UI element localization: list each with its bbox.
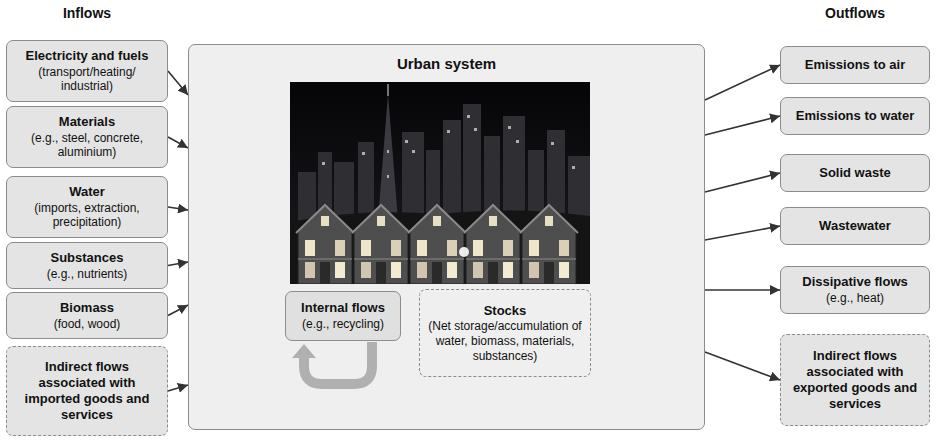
loop-arrow-head xyxy=(292,344,316,358)
flow-arrow xyxy=(705,352,780,380)
street-lamp xyxy=(459,247,469,257)
night-sky xyxy=(290,82,590,284)
city-photo xyxy=(290,82,590,284)
internal-flows-box: Internal flows(e.g., recycling) xyxy=(285,291,401,341)
inflow-box: Electricity and fuels(transport/heating/… xyxy=(6,40,168,102)
indirect-inflow-box: Indirect flows associated with imported … xyxy=(6,346,168,436)
box-body: (e.g., heat) xyxy=(787,291,923,306)
building xyxy=(298,172,316,222)
box-heading: Emissions to air xyxy=(787,57,923,73)
outflow-box: Solid waste xyxy=(780,154,930,192)
flow-arrow xyxy=(168,385,188,391)
building xyxy=(503,116,525,222)
outflow-box: Dissipative flows(e.g., heat) xyxy=(780,266,930,314)
flow-arrow xyxy=(168,137,188,148)
box-heading: Urban system xyxy=(195,55,698,73)
box-body: (transport/heating/ industrial) xyxy=(13,65,161,94)
inflow-box: Water(imports, extraction, precipitation… xyxy=(6,176,168,238)
outflow-box: Emissions to air xyxy=(780,46,930,84)
box-heading: Biomass xyxy=(13,300,161,316)
box-heading: Electricity and fuels xyxy=(13,48,161,64)
skyline xyxy=(298,84,590,222)
flow-arrow xyxy=(168,305,188,316)
spire xyxy=(387,84,389,96)
stocks-box: Stocks(Net storage/accumulation of water… xyxy=(419,289,591,377)
victorian-house xyxy=(464,204,522,284)
box-body: (Net storage/accumulation of water, biom… xyxy=(426,319,584,363)
window-light xyxy=(508,126,511,129)
flow-arrow xyxy=(168,262,188,266)
recycling-loop-arrow xyxy=(292,342,372,384)
urban-system-ground xyxy=(188,44,705,430)
window-light xyxy=(516,140,519,143)
victorian-house xyxy=(520,204,578,284)
window-light xyxy=(467,115,470,118)
box-heading: Dissipative flows xyxy=(787,274,923,290)
window-light xyxy=(412,150,415,153)
window-light xyxy=(387,150,389,153)
inflow-box: Substances(e.g., nutrients) xyxy=(6,242,168,289)
building xyxy=(334,162,354,222)
flow-arrow xyxy=(168,71,188,95)
box-body: (e.g., recycling) xyxy=(292,317,394,332)
inflow-box: Biomass(food, wood) xyxy=(6,292,168,339)
building xyxy=(358,142,374,222)
box-heading: Water xyxy=(13,184,161,200)
flow-arrow xyxy=(705,226,780,240)
box-heading: Internal flows xyxy=(292,300,394,316)
victorian-house xyxy=(408,204,466,284)
building xyxy=(568,156,590,222)
flow-arrow xyxy=(705,289,780,291)
flow-arrow xyxy=(168,207,188,210)
column-heading: Outflows xyxy=(780,5,930,21)
building xyxy=(463,104,481,222)
lit-windows xyxy=(322,115,575,178)
flow-arrow xyxy=(705,116,780,135)
window-light xyxy=(447,130,450,133)
box-body: (e.g., nutrients) xyxy=(13,267,161,282)
box-heading: Substances xyxy=(13,250,161,266)
box-heading: Solid waste xyxy=(787,165,923,181)
window-light xyxy=(322,162,325,165)
urban-system-box: Urban systemInternal flows(e.g., recycli… xyxy=(188,44,705,430)
window-light xyxy=(551,142,554,145)
outflow-box: Emissions to water xyxy=(780,97,930,135)
box-heading: Wastewater xyxy=(787,218,923,234)
pyramid-tower xyxy=(378,94,398,220)
box-body: (imports, extraction, precipitation) xyxy=(13,201,161,230)
window-light xyxy=(387,175,389,178)
window-light xyxy=(362,152,365,155)
flow-arrow xyxy=(705,173,780,192)
loop-arrow-body xyxy=(304,342,372,384)
victorian-house xyxy=(296,204,354,284)
victorian-house xyxy=(352,204,410,284)
indirect-outflow-box: Indirect flows associated with exported … xyxy=(780,334,930,426)
window-light xyxy=(405,140,408,143)
window-light xyxy=(474,128,477,131)
box-body: (food, wood) xyxy=(13,317,161,332)
box-heading: Indirect flows associated with exported … xyxy=(787,348,923,411)
window-light xyxy=(572,166,575,169)
box-heading: Stocks xyxy=(426,303,584,319)
column-heading: Inflows xyxy=(6,5,168,21)
flow-arrow xyxy=(705,65,780,100)
building xyxy=(443,120,461,222)
inflow-box: Materials(e.g., steel, concrete, alumini… xyxy=(6,106,168,168)
building xyxy=(402,132,424,222)
box-heading: Materials xyxy=(13,114,161,130)
box-body: (e.g., steel, concrete, aluminium) xyxy=(13,131,161,160)
outflow-box: Wastewater xyxy=(780,207,930,245)
box-heading: Emissions to water xyxy=(787,108,923,124)
box-heading: Indirect flows associated with imported … xyxy=(13,359,161,422)
